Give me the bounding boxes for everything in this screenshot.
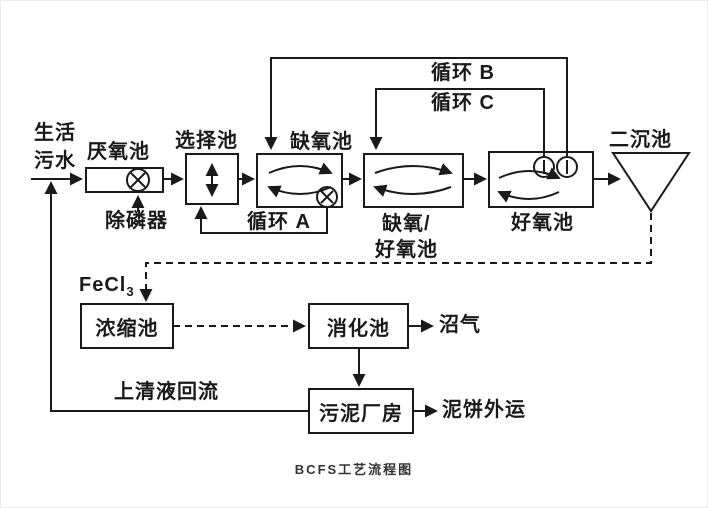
phosphorus-remover-cross-icon <box>130 172 146 188</box>
fecl3-subscript: 3 <box>126 284 135 299</box>
supernatant-return-label: 上清液回流 <box>114 381 219 403</box>
loop-c-line <box>369 88 545 157</box>
anoxic-aerobic-tank-label-line2: 好氧池 <box>375 239 438 261</box>
aerobic-circulation-arrow-icon <box>498 167 561 180</box>
selector-tank-label: 选择池 <box>175 130 238 152</box>
anoxic-pump-cross-icon <box>320 190 334 204</box>
anaerobic-tank-box <box>85 167 164 193</box>
influent-label-line1: 生活 <box>34 122 76 144</box>
anaerobic-tank-label: 厌氧池 <box>87 141 150 163</box>
anoxic-aerobic-tank-box <box>363 153 464 208</box>
fecl3-base-text: FeCl <box>79 274 127 296</box>
aerobic-circulation-arrow-icon <box>497 190 560 203</box>
aerobic-tank-label: 好氧池 <box>511 212 574 234</box>
thickener-tank-label-text: 浓缩池 <box>95 317 159 340</box>
anoxic-aerobic-tank-label-line1: 缺氧/ <box>382 213 431 235</box>
sludge-return-dashed-line <box>139 213 652 302</box>
loop-a-label: 循环 A <box>247 211 311 233</box>
secondary-clarifier-label: 二沉池 <box>609 129 672 151</box>
loop-b-label: 循环 B <box>431 62 495 84</box>
anoxic-aerobic-circulation-arrow-icon <box>373 184 452 197</box>
loop-c-label: 循环 C <box>431 92 495 114</box>
influent-label-line2: 污水 <box>34 150 76 172</box>
loop-b-line <box>264 57 568 157</box>
sludge-building-label-text: 污泥厂房 <box>319 402 403 425</box>
anoxic-aerobic-circulation-arrow-icon <box>374 163 453 176</box>
secondary-clarifier-shape <box>611 152 691 213</box>
sludge-cake-label: 泥饼外运 <box>442 399 526 421</box>
diagram-caption: BCFS工艺流程图 <box>294 462 414 477</box>
sludge-building-label: 污泥厂房 <box>309 389 413 433</box>
anoxic-tank-label: 缺氧池 <box>290 131 353 153</box>
digester-tank-label: 消化池 <box>309 304 408 348</box>
supernatant-return-line <box>44 181 309 412</box>
thickener-tank-label: 浓缩池 <box>81 304 173 348</box>
anoxic-circulation-arrow-icon <box>267 185 332 198</box>
biogas-label: 沼气 <box>439 314 481 336</box>
digester-tank-label-text: 消化池 <box>327 317 390 340</box>
fecl3-label: FeCl3 <box>79 274 135 303</box>
anoxic-circulation-arrow-icon <box>268 162 333 175</box>
phosphorus-remover-icon <box>126 168 150 192</box>
anoxic-tank-box <box>256 153 343 208</box>
loop-a-line <box>194 206 328 234</box>
phosphorus-remover-label: 除磷器 <box>105 210 168 232</box>
